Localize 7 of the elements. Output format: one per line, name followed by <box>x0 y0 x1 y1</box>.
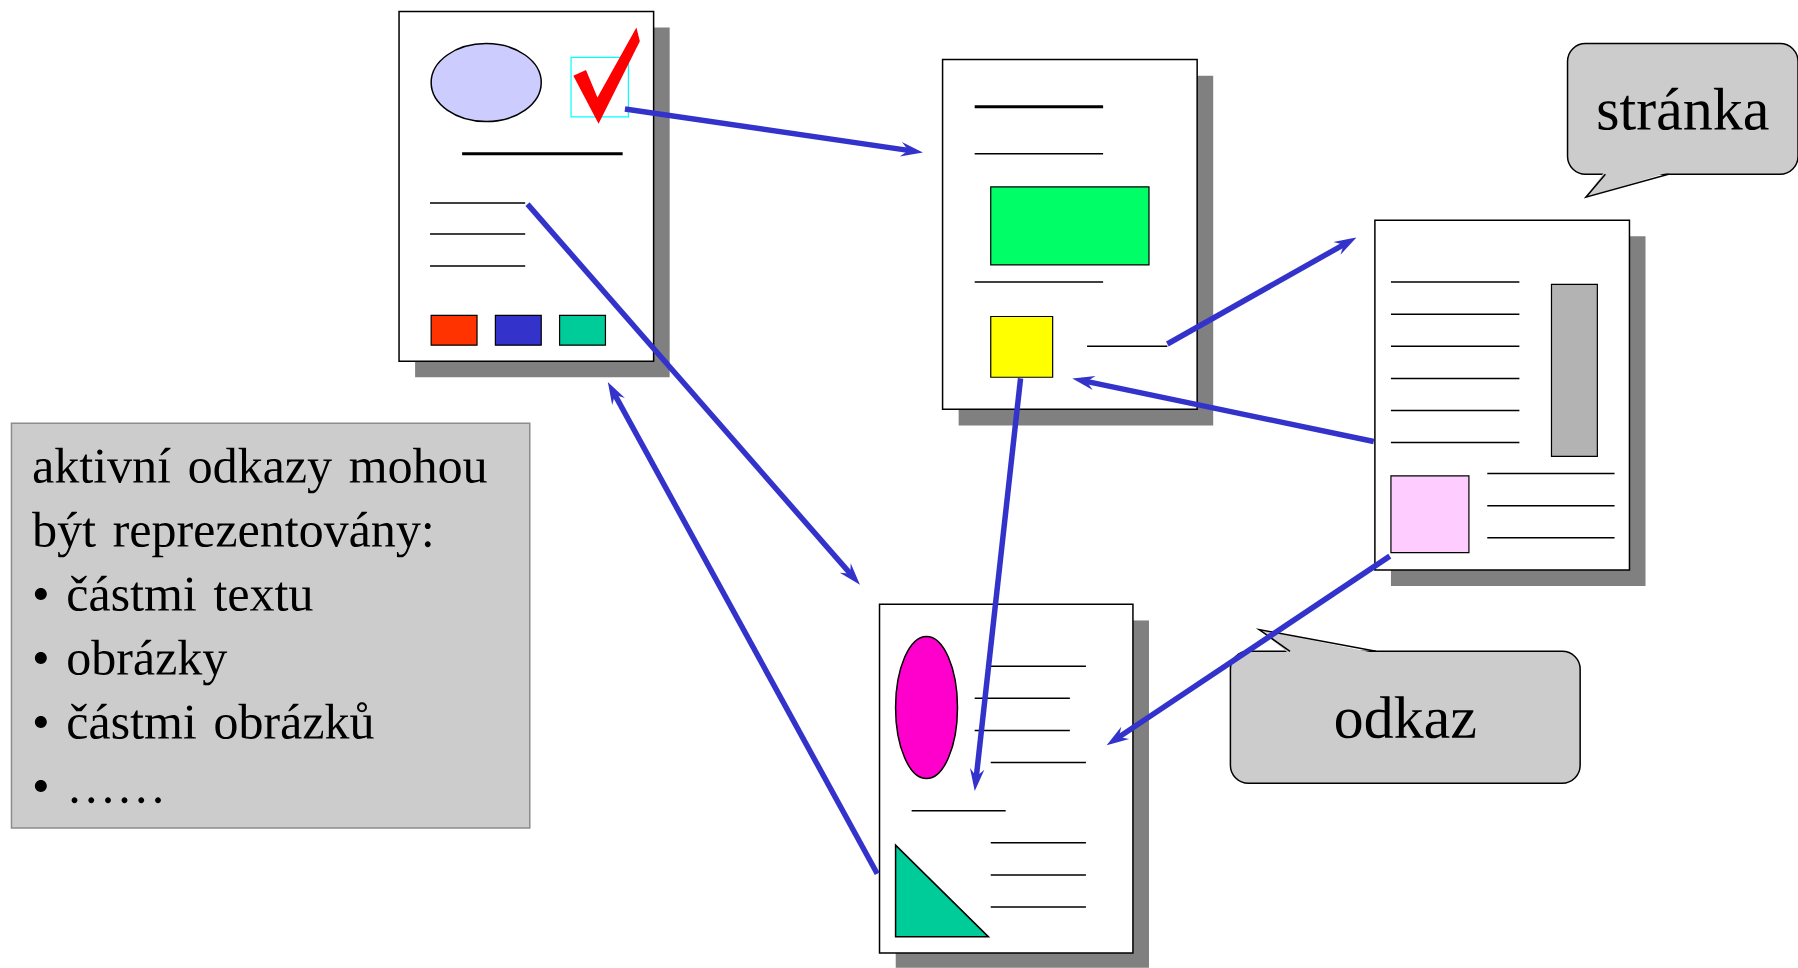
page-drawing <box>878 603 1149 968</box>
page-drawing <box>1374 219 1646 587</box>
speech-bubble: stránka <box>1566 42 1798 199</box>
text-box: aktivní odkazy mohou být reprezentovány: • částmi textu • obrázky • částmi obrázků • …… <box>10 422 531 829</box>
page-drawing <box>398 10 670 378</box>
speech-bubble: odkaz <box>1229 628 1581 785</box>
page-drawing <box>941 58 1214 426</box>
